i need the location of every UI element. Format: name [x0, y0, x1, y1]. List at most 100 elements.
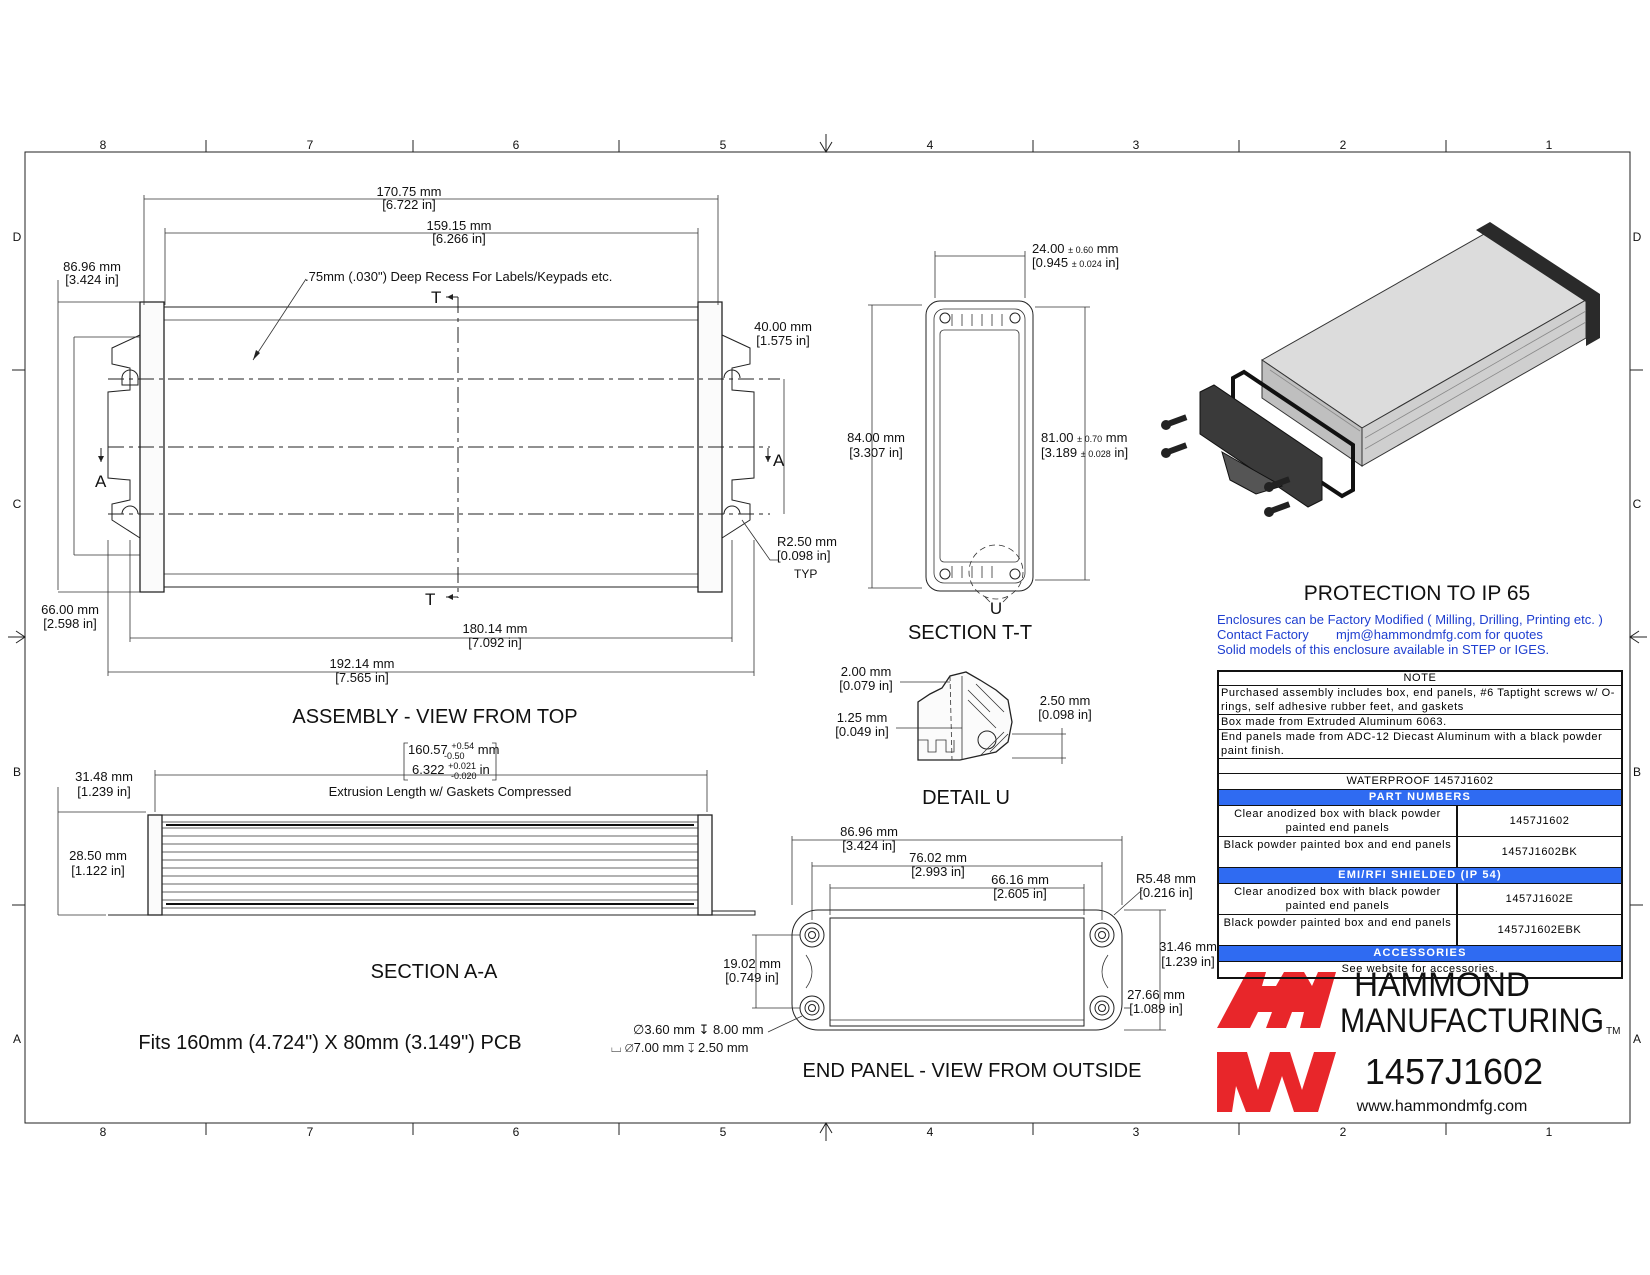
dim-width-in: [3.424 in] — [65, 272, 119, 287]
dim-aa-length-in: 6.322 — [412, 762, 445, 777]
notes-table: NOTE Purchased assembly includes box, en… — [1217, 670, 1623, 979]
zone-col-label: 7 — [307, 138, 314, 152]
part-description: Clear anodized box with black powder pai… — [1219, 884, 1458, 914]
dim-depth-in: [0.945 — [1032, 255, 1068, 270]
dim-u-b-mm: 1.25 mm — [837, 710, 888, 725]
pcb-fit-note: Fits 160mm (4.724") X 80mm (3.149") PCB — [138, 1032, 521, 1054]
dim-tt-height-mm: 84.00 mm — [847, 430, 905, 445]
ip-rating-title: PROTECTION TO IP 65 — [1303, 582, 1531, 605]
section-t-label-top: T — [431, 288, 441, 307]
zone-row-label: C — [1633, 497, 1642, 511]
dim-inner-mm: 159.15 mm — [426, 218, 491, 233]
logo-h-mark — [1217, 972, 1336, 1028]
brand-name-line2: MANUFACTURING — [1340, 1002, 1604, 1040]
contact-row: Contact Factory mjm@hammondmfg.com for q… — [1217, 627, 1617, 642]
zone-row-label: B — [1633, 765, 1641, 779]
section-t-label-bottom: T — [425, 590, 435, 609]
depth-symbol: ↧ — [684, 1040, 698, 1055]
hole1-depth: 8.00 mm — [713, 1022, 764, 1037]
dim-overall-in: [6.722 in] — [382, 197, 436, 212]
counterbore-symbol: ⌴ ∅ — [611, 1040, 634, 1055]
factory-modification-note: Enclosures can be Factory Modified ( Mil… — [1217, 612, 1603, 627]
zone-labels: 8 7 6 5 4 3 2 1 8 7 6 5 4 3 2 1 D C B A … — [13, 138, 1642, 1139]
logo-w-mark — [1217, 1052, 1336, 1112]
dim-flange-in: [7.092 in] — [468, 635, 522, 650]
hole1-diameter: 3.60 mm — [644, 1022, 695, 1037]
dim-hole-mm: 40.00 mm — [754, 319, 812, 334]
detail-u-title: DETAIL U — [922, 787, 1010, 809]
dim-aa-h1-in: [1.239 in] — [77, 784, 131, 799]
dim-u-c-mm: 2.50 mm — [1040, 693, 1091, 708]
dim-u-b-in: [0.049 in] — [835, 724, 889, 739]
zone-col-label: 6 — [513, 138, 520, 152]
dim-total-mm: 192.14 mm — [329, 656, 394, 671]
zone-col-label: 8 — [100, 138, 107, 152]
hammond-logo: HAMMOND MANUFACTURING TM 1457J1602 www.h… — [1217, 966, 1620, 1115]
brand-website: www.hammondmfg.com — [1356, 1098, 1528, 1115]
dim-inner-in: [6.266 in] — [432, 231, 486, 246]
emi-shielded-heading: EMI/RFI SHIELDED (IP 54) — [1219, 868, 1621, 884]
hole2-diameter: 7.00 mm — [634, 1040, 685, 1055]
dim-aa-length-mm: 160.57 — [408, 742, 448, 757]
detail-u-callout: U — [990, 599, 1002, 618]
section-a-label-left: A — [95, 472, 107, 491]
info-panel: PROTECTION TO IP 65 Enclosures can be Fa… — [1217, 582, 1623, 979]
part-row: Clear anodized box with black powder pai… — [1219, 806, 1621, 837]
note-item: End panels made from ADC-12 Diecast Alum… — [1219, 730, 1621, 759]
recess-note: .75mm (.030") Deep Recess For Labels/Key… — [305, 269, 612, 284]
solid-models-note: Solid models of this enclosure available… — [1217, 642, 1550, 657]
zone-row-label: B — [13, 765, 21, 779]
contact-email-link[interactable]: mjm@hammondmfg.com for quotes — [1336, 627, 1543, 642]
dim-tt-inner-in: [3.189 — [1041, 445, 1077, 460]
brand-part-number: 1457J1602 — [1365, 1051, 1543, 1092]
dim-aa-length-mm-line: 160.57 +0.54 mm — [408, 737, 499, 757]
hole-callout-1: ∅3.60 mm ↧ 8.00 mm — [633, 1022, 764, 1037]
section-aa-title: SECTION A-A — [371, 961, 498, 983]
depth-symbol: ↧ — [695, 1022, 713, 1037]
dim-overall-mm: 170.75 mm — [376, 184, 441, 199]
zone-row-label: A — [1633, 1032, 1641, 1046]
dim-ep-h2-mm: 27.66 mm — [1127, 987, 1185, 1002]
screws — [1161, 414, 1291, 517]
contact-label: Contact Factory — [1217, 627, 1309, 642]
part-number: 1457J1602E — [1505, 893, 1574, 905]
notes-header: NOTE — [1219, 672, 1621, 686]
zone-col-label: 4 — [927, 138, 934, 152]
zone-col-label: 2 — [1340, 1125, 1347, 1139]
dim-depth-in-unit: in] — [1105, 255, 1119, 270]
dim-depth-mm: 24.00 — [1032, 241, 1065, 256]
part-description: Black powder painted box and end panels — [1219, 837, 1458, 867]
dim-radius-in: [0.098 in] — [777, 548, 831, 563]
zone-row-label: D — [1633, 230, 1642, 244]
dim-depth-mm-line: 24.00 ± 0.60 mm — [1032, 241, 1118, 256]
assembly-view-title: ASSEMBLY - VIEW FROM TOP — [292, 706, 577, 728]
dim-aa-length-tol-dn-in: -0.020 — [451, 771, 477, 781]
dim-depth-in-line: [0.945 ± 0.024 in] — [1032, 255, 1119, 270]
hole2-depth: 2.50 mm — [698, 1040, 749, 1055]
dim-radius-mm: R2.50 mm — [777, 534, 837, 549]
part-number: 1457J1602 — [1509, 815, 1570, 827]
note-item: Box made from Extruded Aluminum 6063. — [1219, 715, 1621, 730]
brand-trademark: TM — [1606, 1026, 1620, 1037]
zone-col-label: 8 — [100, 1125, 107, 1139]
dim-ep-h3-mm: 19.02 mm — [723, 956, 781, 971]
brand-name-line1: HAMMOND — [1354, 966, 1530, 1004]
dim-hole-in: [1.575 in] — [756, 333, 810, 348]
dim-ep-w1-in: [3.424 in] — [842, 838, 896, 853]
note-item: Purchased assembly includes box, end pan… — [1219, 686, 1621, 715]
zone-col-label: 3 — [1133, 138, 1140, 152]
dim-aa-length-unit: mm — [478, 742, 500, 757]
dim-body-mm: 66.00 mm — [41, 602, 99, 617]
dim-tt-inner-unit: mm — [1106, 430, 1128, 445]
dim-aa-h2-mm: 28.50 mm — [69, 848, 127, 863]
part-number: 1457J1602BK — [1501, 846, 1578, 858]
dim-aa-length-tol-up-in: +0.021 — [448, 761, 476, 771]
accessories-heading: ACCESSORIES — [1219, 946, 1621, 962]
product-title-row: WATERPROOF 1457J1602 — [1219, 774, 1621, 790]
part-row: Black powder painted box and end panels … — [1219, 837, 1621, 868]
dim-aa-length-in-line: 6.322 +0.021 in — [412, 757, 490, 777]
dim-depth-unit: mm — [1097, 241, 1119, 256]
extrusion-note: Extrusion Length w/ Gaskets Compressed — [329, 784, 572, 799]
accessories-note: See website for accessories. — [1341, 963, 1499, 975]
dim-ep-h3-in: [0.749 in] — [725, 970, 779, 985]
